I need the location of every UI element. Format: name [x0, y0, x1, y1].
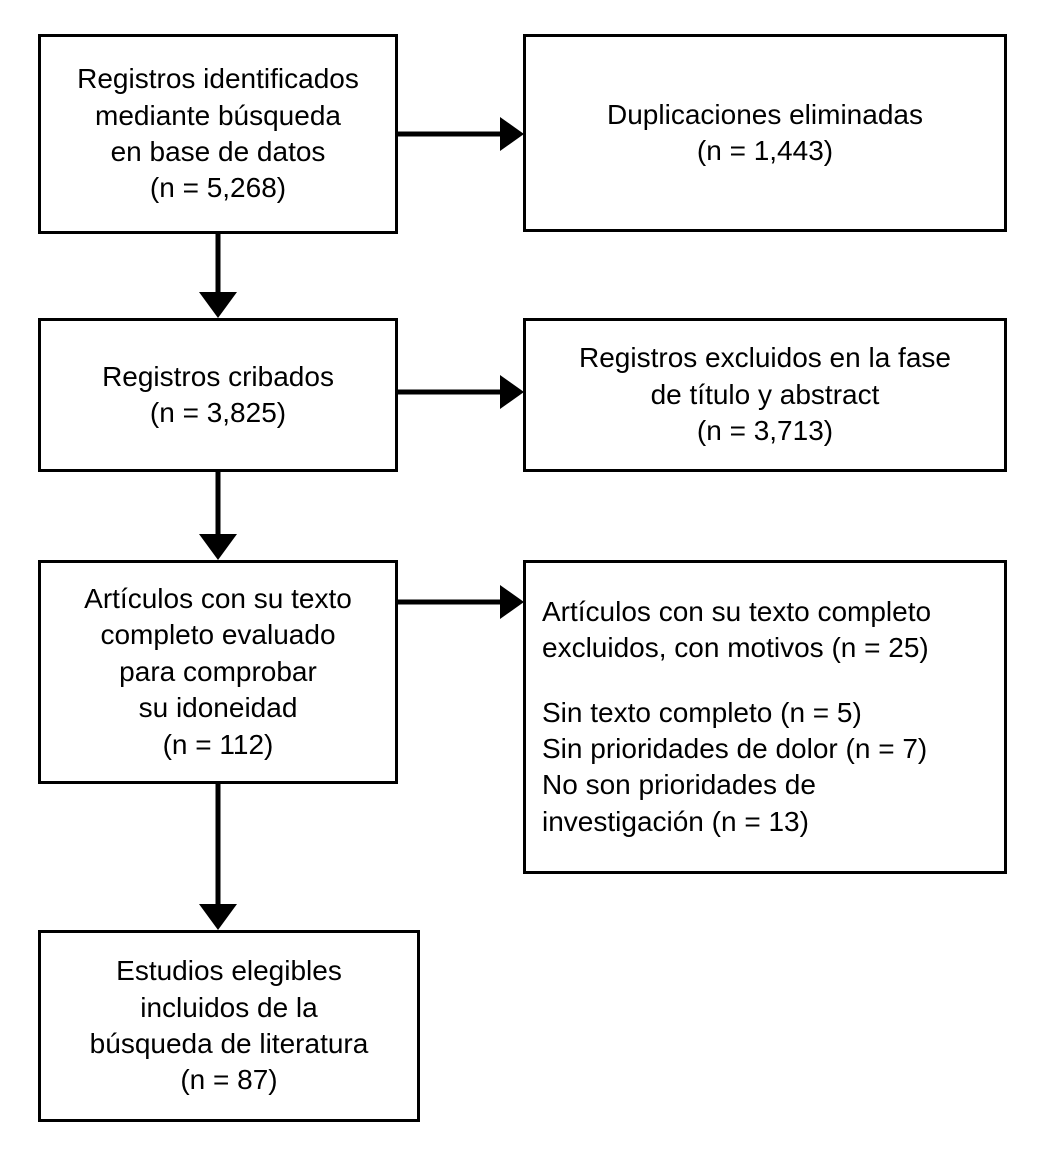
box-count-line: (n = 3,713): [696, 415, 834, 447]
box-line: Duplicaciones eliminadas: [607, 98, 923, 130]
box-count-line: (n = 3,825): [149, 397, 287, 428]
box-line: incluidos de la: [140, 991, 318, 1023]
arrow-screened-to-excluded-title-abstract: [398, 375, 524, 409]
fulltext-articles-excluded-box: Artículos con su texto completo excluido…: [523, 560, 1007, 874]
records-screened-box: Registros cribados (n = 3,825): [38, 318, 398, 472]
box-line: Artículos con su texto: [84, 583, 352, 615]
arrow-screened-to-fulltext: [199, 472, 237, 560]
studies-included-box: Estudios elegibles incluidos de la búsqu…: [38, 930, 420, 1122]
exclusion-reason-line: No son prioridades de: [542, 769, 816, 801]
box-line: Registros identificados: [77, 63, 359, 95]
arrow-fulltext-to-fulltext-excluded: [398, 585, 524, 619]
box-count-line: (n = 112): [162, 728, 274, 760]
arrow-fulltext-to-included: [199, 784, 237, 930]
records-identified-box: Registros identificados mediante búsqued…: [38, 34, 398, 234]
arrow-identified-to-screened: [199, 234, 237, 318]
box-line: mediante búsqueda: [95, 99, 341, 131]
box-count-line: (n = 1,443): [696, 135, 834, 166]
box-line: de título y abstract: [650, 378, 880, 410]
box-count-line: (n = 87): [180, 1064, 278, 1096]
box-line: excluidos, con motivos (n = 25): [542, 632, 929, 664]
exclusion-reason-line: Sin prioridades de dolor (n = 7): [542, 733, 928, 764]
arrow-identified-to-duplicates: [398, 117, 524, 151]
box-line: su idoneidad: [138, 692, 298, 724]
box-line: Artículos con su texto completo: [542, 595, 932, 627]
box-line: Estudios elegibles: [116, 955, 342, 987]
box-line: para comprobar: [119, 655, 317, 687]
box-line: en base de datos: [110, 136, 326, 167]
box-line: Registros excluidos en la fase: [579, 342, 951, 374]
records-excluded-title-abstract-box: Registros excluidos en la fase de título…: [523, 318, 1007, 472]
duplicates-removed-box: Duplicaciones eliminadas (n = 1,443): [523, 34, 1007, 232]
box-count-line: (n = 5,268): [149, 172, 287, 204]
fulltext-articles-assessed-box: Artículos con su texto completo evaluado…: [38, 560, 398, 784]
box-line: completo evaluado: [100, 619, 336, 651]
exclusion-reason-line: investigación (n = 13): [542, 805, 809, 837]
exclusion-reason-line: Sin texto completo (n = 5): [542, 696, 862, 728]
box-line: búsqueda de literatura: [89, 1028, 369, 1059]
box-line: Registros cribados: [102, 360, 334, 392]
